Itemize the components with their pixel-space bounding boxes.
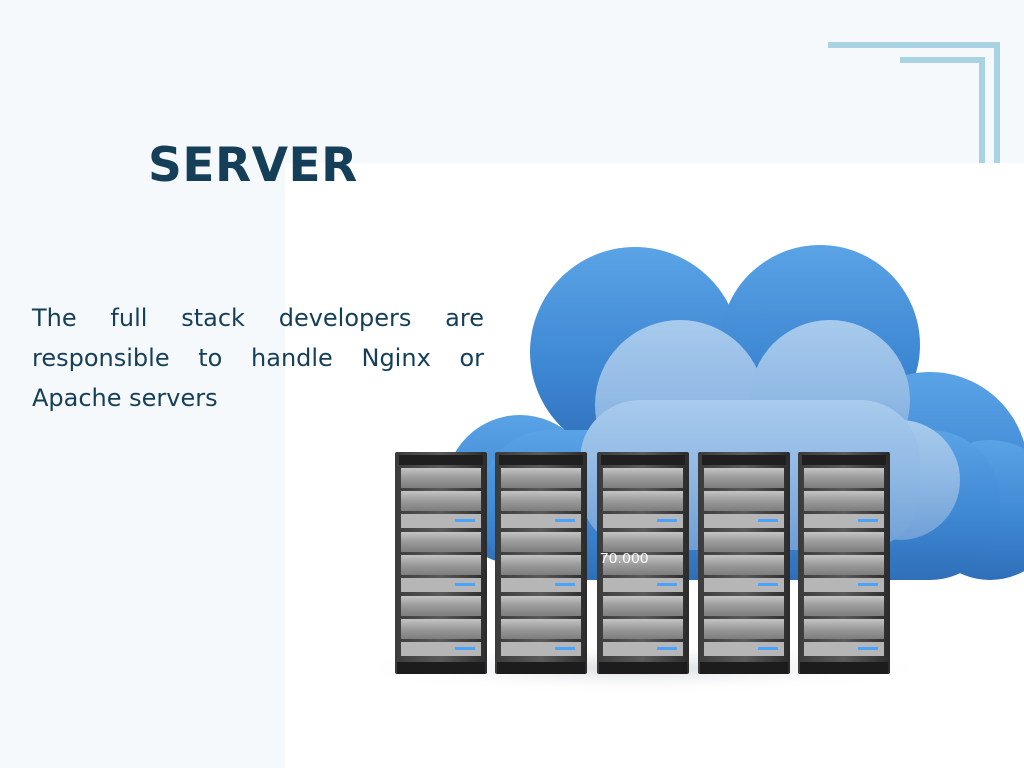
body-text: The full stack developers are responsibl… — [32, 304, 484, 412]
corner-bracket-decoration — [828, 42, 1000, 163]
server-rack-icon — [395, 452, 890, 674]
overlay-number: 70.000 — [600, 550, 649, 567]
cloud-servers-illustration — [380, 245, 1024, 694]
page-title: SERVER — [148, 138, 358, 193]
